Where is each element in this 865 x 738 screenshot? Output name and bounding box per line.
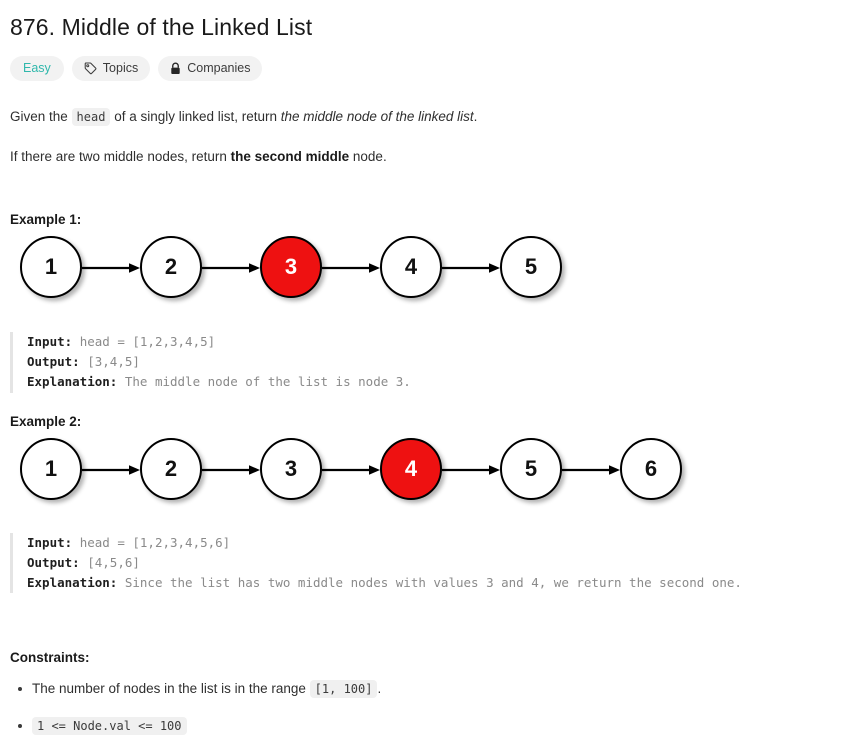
linked-list-node: 3 xyxy=(260,437,322,500)
example-2-input-value: head = [1,2,3,4,5,6] xyxy=(79,534,231,550)
arrow-icon xyxy=(442,261,500,273)
arrow-icon xyxy=(322,261,380,273)
example-2-input-label: Input: xyxy=(27,534,73,550)
desc-p2-suffix: node. xyxy=(349,148,387,164)
constraint-1-text-after: . xyxy=(377,681,382,697)
tag-icon xyxy=(84,62,97,75)
page-title: 876. Middle of the Linked List xyxy=(10,14,313,40)
example-1-input-value: head = [1,2,3,4,5] xyxy=(79,333,216,349)
example-2-output-line: Output: [4,5,6] xyxy=(27,553,853,573)
linked-list-node: 2 xyxy=(140,235,202,298)
example-2-explanation-line: Explanation: Since the list has two midd… xyxy=(27,573,853,593)
desc-p1-prefix: Given the xyxy=(10,109,72,125)
example-1-output-value: [3,4,5] xyxy=(87,354,140,369)
desc-p1-mid: of a singly linked list, return xyxy=(110,109,281,125)
desc-p2-bold: the second middle xyxy=(230,148,350,164)
arrow-icon xyxy=(562,463,620,475)
arrow-icon xyxy=(82,261,140,273)
linked-list-node: 1 xyxy=(20,437,82,500)
difficulty-badge[interactable]: Easy xyxy=(10,55,64,82)
example-1-explanation-label: Explanation: xyxy=(27,374,118,390)
topics-badge[interactable]: Topics xyxy=(71,55,151,82)
linked-list-node: 2 xyxy=(140,437,202,500)
example-1-explanation-value: The middle node of the list is node 3. xyxy=(124,374,411,390)
desc-p1-suffix: . xyxy=(473,109,478,125)
head-inline-code: head xyxy=(71,108,111,127)
lock-icon xyxy=(170,62,181,75)
example-2-block: Input: head = [1,2,3,4,5,6] Output: [4,5… xyxy=(10,532,853,594)
arrow-icon xyxy=(202,463,260,475)
linked-list-node: 4 xyxy=(380,235,442,298)
desc-p2-prefix: If there are two middle nodes, return xyxy=(10,148,231,164)
linked-list-node: 6 xyxy=(620,437,682,500)
example-2-explanation-label: Explanation: xyxy=(27,575,118,590)
example-1-block: Input: head = [1,2,3,4,5] Output: [3,4,5… xyxy=(10,331,853,393)
description-paragraph-1: Given the head of a singly linked list, … xyxy=(10,107,853,127)
constraints-list: The number of nodes in the list is in th… xyxy=(10,679,853,736)
companies-badge[interactable]: Companies xyxy=(158,55,263,82)
example-2-output-value: [4,5,6] xyxy=(87,554,140,570)
example-2-input-line: Input: head = [1,2,3,4,5,6] xyxy=(27,533,853,553)
badge-row: Easy Topics Companies xyxy=(10,55,853,82)
constraint-1-text-before: The number of nodes in the list is in th… xyxy=(32,681,310,697)
example-1-output-line: Output: [3,4,5] xyxy=(27,352,853,372)
arrow-icon xyxy=(82,463,140,475)
example-2-output-label: Output: xyxy=(27,554,80,570)
linked-list-node: 4 xyxy=(380,437,442,500)
constraints-heading: Constraints: xyxy=(10,650,90,666)
example-1-input-line: Input: head = [1,2,3,4,5] xyxy=(27,332,853,352)
linked-list-node: 3 xyxy=(260,235,322,298)
example-1-explanation-line: Explanation: The middle node of the list… xyxy=(27,372,853,392)
arrow-icon xyxy=(322,463,380,475)
list-item: The number of nodes in the list is in th… xyxy=(18,679,853,699)
example-2-explanation-value: Since the list has two middle nodes with… xyxy=(124,575,742,590)
example-2-heading: Example 2: xyxy=(10,413,82,429)
linked-list-node: 5 xyxy=(500,235,562,298)
desc-p1-italic: the middle node of the linked list xyxy=(280,109,474,125)
description-paragraph-2: If there are two middle nodes, return th… xyxy=(10,147,853,167)
example-1-output-label: Output: xyxy=(27,354,80,369)
constraint-2-code: 1 <= Node.val <= 100 xyxy=(32,716,187,735)
example-1-input-label: Input: xyxy=(27,333,73,349)
list-item: 1 <= Node.val <= 100 xyxy=(18,716,853,736)
arrow-icon xyxy=(442,463,500,475)
difficulty-label: Easy xyxy=(23,60,51,75)
topics-label: Topics xyxy=(102,60,139,75)
linked-list-node: 1 xyxy=(20,235,82,298)
arrow-icon xyxy=(202,261,260,273)
example-1-heading: Example 1: xyxy=(10,211,82,227)
linked-list-node: 5 xyxy=(500,437,562,500)
companies-label: Companies xyxy=(187,60,251,75)
constraint-1-code: [1, 100] xyxy=(309,680,378,699)
